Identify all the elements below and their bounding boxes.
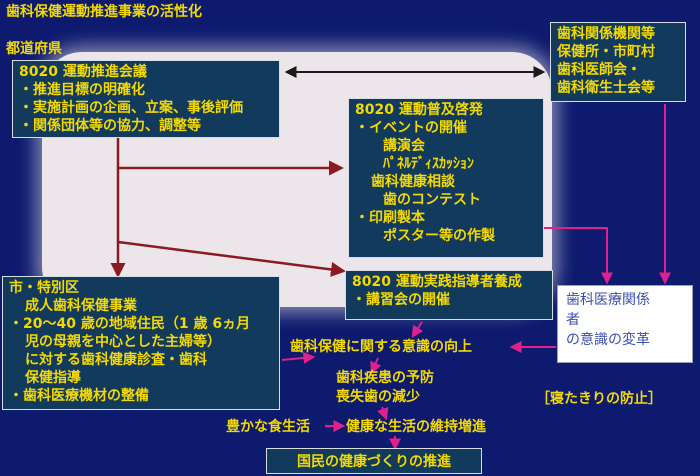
prevention-text: 歯科疾患の予防 — [336, 370, 434, 386]
municipal-line: に対する歯科健康診査・歯科 — [25, 352, 207, 368]
related-orgs-line: 保健所・市町村 — [557, 44, 655, 60]
dissemination-line: ・印刷製本 — [355, 210, 425, 226]
awareness-text: 歯科保健に関する意識の向上 — [290, 339, 472, 355]
council-item: ・関係団体等の協力、調整等 — [19, 118, 201, 134]
council-heading: 8020 運動推進会議 — [19, 64, 147, 80]
related-orgs-box: 歯科関係機関等 保健所・市町村 歯科医師会・ 歯科衛生士会等 — [550, 22, 686, 102]
dissemination-line: ポスター等の作製 — [383, 228, 495, 244]
related-orgs-line: 歯科衛生士会等 — [557, 80, 655, 96]
council-item: ・実施計画の企画、立案、事後評価 — [19, 100, 243, 116]
arrow-prevention-healthy — [377, 406, 389, 421]
municipal-line: 成人歯科保健事業 — [25, 298, 137, 314]
arrow-municipal-awareness — [281, 351, 316, 364]
arrow-awareness-prevention — [370, 357, 382, 375]
prefecture-label: 都道府県 — [6, 41, 62, 57]
final-goal-box: 国民の健康づくりの推進 — [266, 448, 482, 474]
arrow-leader-awareness — [411, 321, 424, 339]
municipal-line: 市・特別区 — [9, 280, 79, 296]
municipal-box: 市・特別区 成人歯科保健事業 ・20～40 歳の地域住民（1 歳 6ヵ月 児の母… — [2, 276, 280, 410]
healthy-life-text: 健康な生活の維持増進 — [346, 419, 486, 435]
arrow-to-leader-training — [117, 240, 346, 277]
prevention-text: 喪失歯の減少 — [336, 389, 420, 405]
leader-training-box: 8020 運動実践指導者養成 ・講習会の開催 — [345, 270, 553, 320]
dissemination-line: ﾊﾟﾈﾙﾃﾞｨｽｶｯｼｮﾝ — [383, 156, 474, 172]
rich-diet-text: 豊かな食生活 — [226, 419, 310, 435]
medical-staff-box: 歯科医療関係 者 の意識の変革 — [557, 285, 693, 363]
dissemination-box: 8020 運動普及啓発 ・イベントの開催 講演会 ﾊﾟﾈﾙﾃﾞｨｽｶｯｼｮﾝ 歯… — [348, 98, 544, 258]
leader-training-heading: 8020 運動実践指導者養成 — [352, 274, 522, 290]
medical-staff-line: の意識の変革 — [566, 332, 650, 348]
dissemination-line: 歯のコンテスト — [383, 192, 481, 208]
related-orgs-line: 歯科関係機関等 — [557, 26, 655, 42]
dissemination-heading: 8020 運動普及啓発 — [355, 102, 483, 118]
arrow-dissemination-medical — [543, 227, 613, 285]
council-item: ・推進目標の明確化 — [19, 82, 145, 98]
dissemination-line: 歯科健康相談 — [371, 174, 455, 190]
municipal-line: ・歯科医療機材の整備 — [9, 388, 149, 404]
related-orgs-line: 歯科医師会・ — [557, 62, 641, 78]
page-title: 歯科保健運動推進事業の活性化 — [6, 4, 202, 20]
council-box: 8020 運動推進会議 ・推進目標の明確化 ・実施計画の企画、立案、事後評価 ・… — [12, 60, 280, 138]
municipal-line: 保健指導 — [25, 370, 81, 386]
municipal-line: ・20～40 歳の地域住民（1 歳 6ヵ月 — [9, 316, 251, 332]
leader-training-item: ・講習会の開催 — [352, 292, 450, 308]
dissemination-line: 講演会 — [383, 138, 425, 154]
bedridden-text: ［寝たきりの防止］ — [536, 391, 662, 407]
medical-staff-line: 者 — [566, 312, 580, 328]
dissemination-line: ・イベントの開催 — [355, 120, 467, 136]
medical-staff-line: 歯科医療関係 — [566, 292, 650, 308]
municipal-line: 児の母親を中心とした主婦等） — [25, 334, 221, 350]
